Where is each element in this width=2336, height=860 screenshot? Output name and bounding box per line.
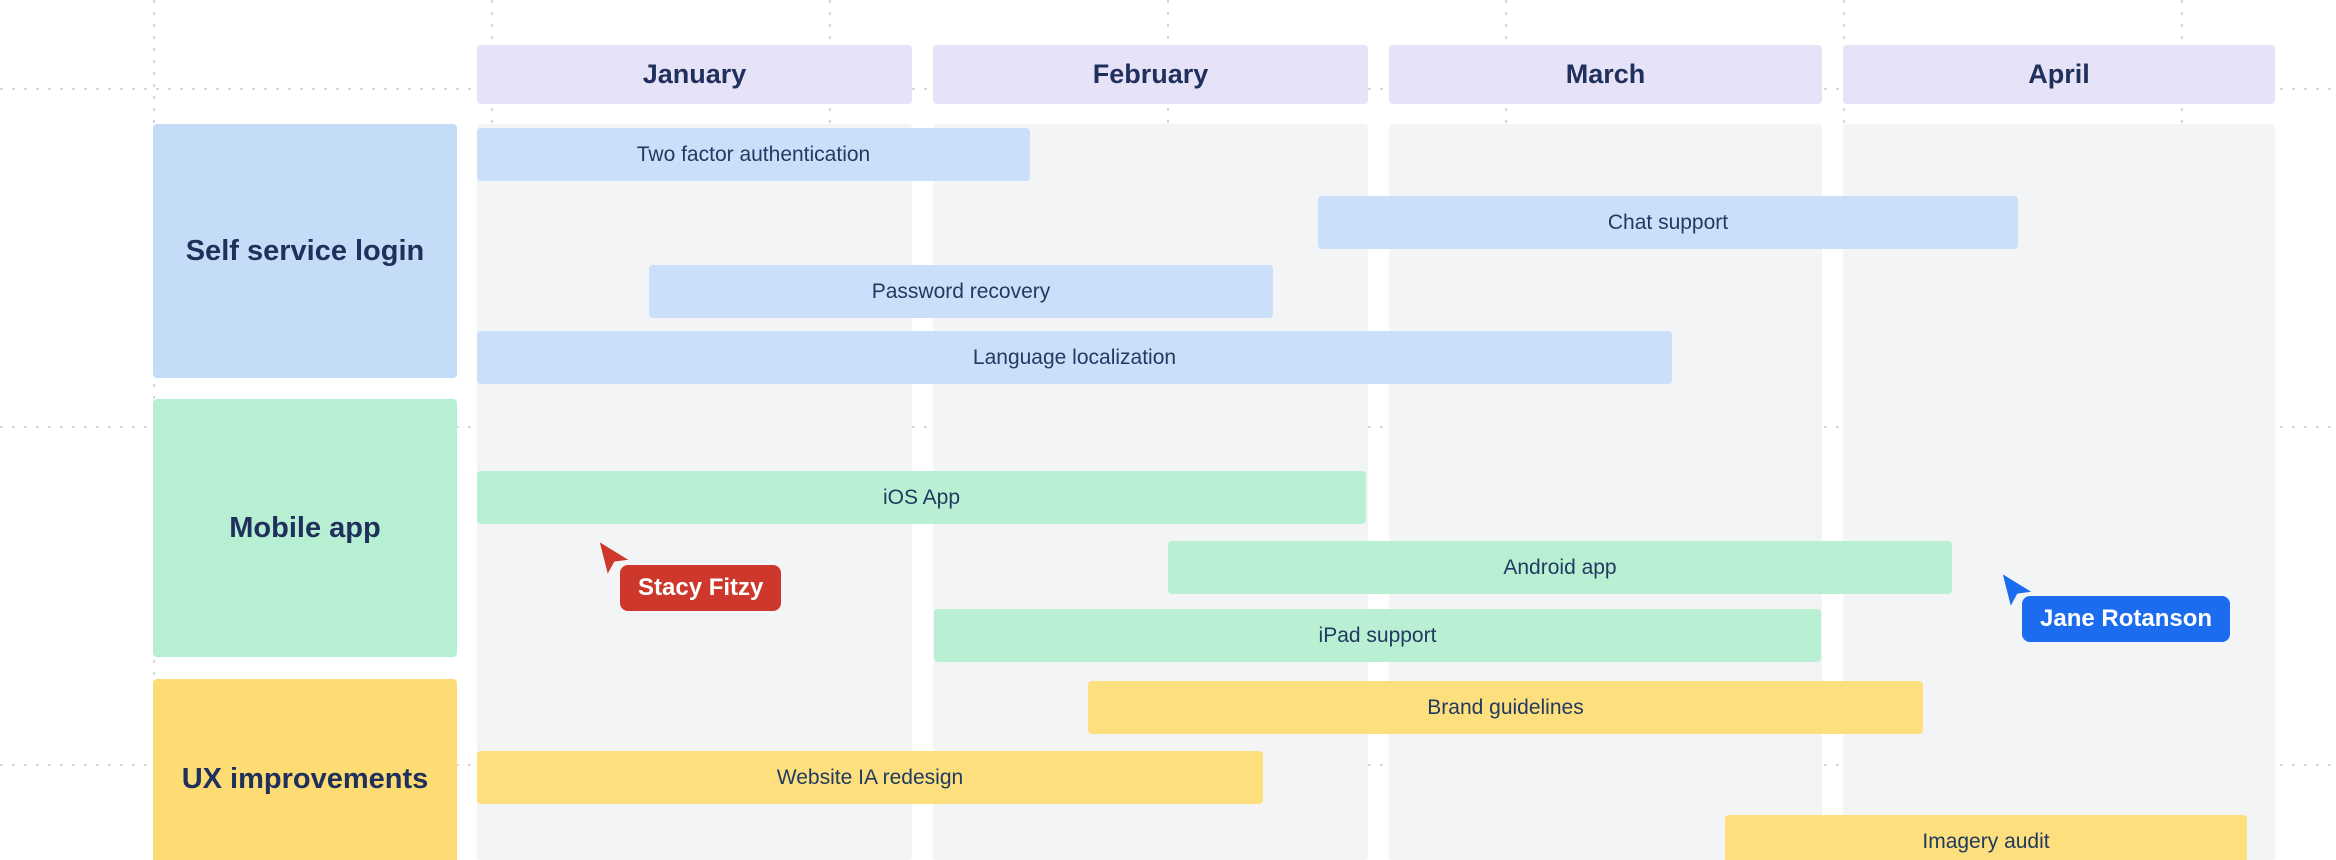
collaborator-name-badge: Jane Rotanson (2022, 596, 2231, 642)
collaborator-name-badge: Stacy Fitzy (620, 565, 782, 611)
task-bar-ipad-support[interactable]: iPad support (934, 609, 1821, 662)
month-header-april[interactable]: April (1843, 45, 2275, 104)
month-header-march[interactable]: March (1389, 45, 1822, 104)
category-block-self-service-login[interactable]: Self service login (153, 124, 457, 378)
collaborator-cursor-arrow-icon (2000, 573, 2034, 607)
task-bar-language-localization[interactable]: Language localization (477, 331, 1672, 384)
task-bar-chat-support[interactable]: Chat support (1318, 196, 2018, 249)
task-bar-brand-guidelines[interactable]: Brand guidelines (1088, 681, 1923, 734)
task-bar-ios-app[interactable]: iOS App (477, 471, 1366, 524)
category-block-ux-improvements[interactable]: UX improvements (153, 679, 457, 860)
collaborator-cursor-arrow-icon (597, 541, 631, 575)
month-header-february[interactable]: February (933, 45, 1368, 104)
month-header-january[interactable]: January (477, 45, 912, 104)
task-bar-two-factor-authentication[interactable]: Two factor authentication (477, 128, 1030, 181)
task-bar-password-recovery[interactable]: Password recovery (649, 265, 1273, 318)
category-block-mobile-app[interactable]: Mobile app (153, 399, 457, 657)
task-bar-website-ia-redesign[interactable]: Website IA redesign (477, 751, 1263, 804)
task-bar-imagery-audit[interactable]: Imagery audit (1725, 815, 2247, 860)
task-bar-android-app[interactable]: Android app (1168, 541, 1952, 594)
